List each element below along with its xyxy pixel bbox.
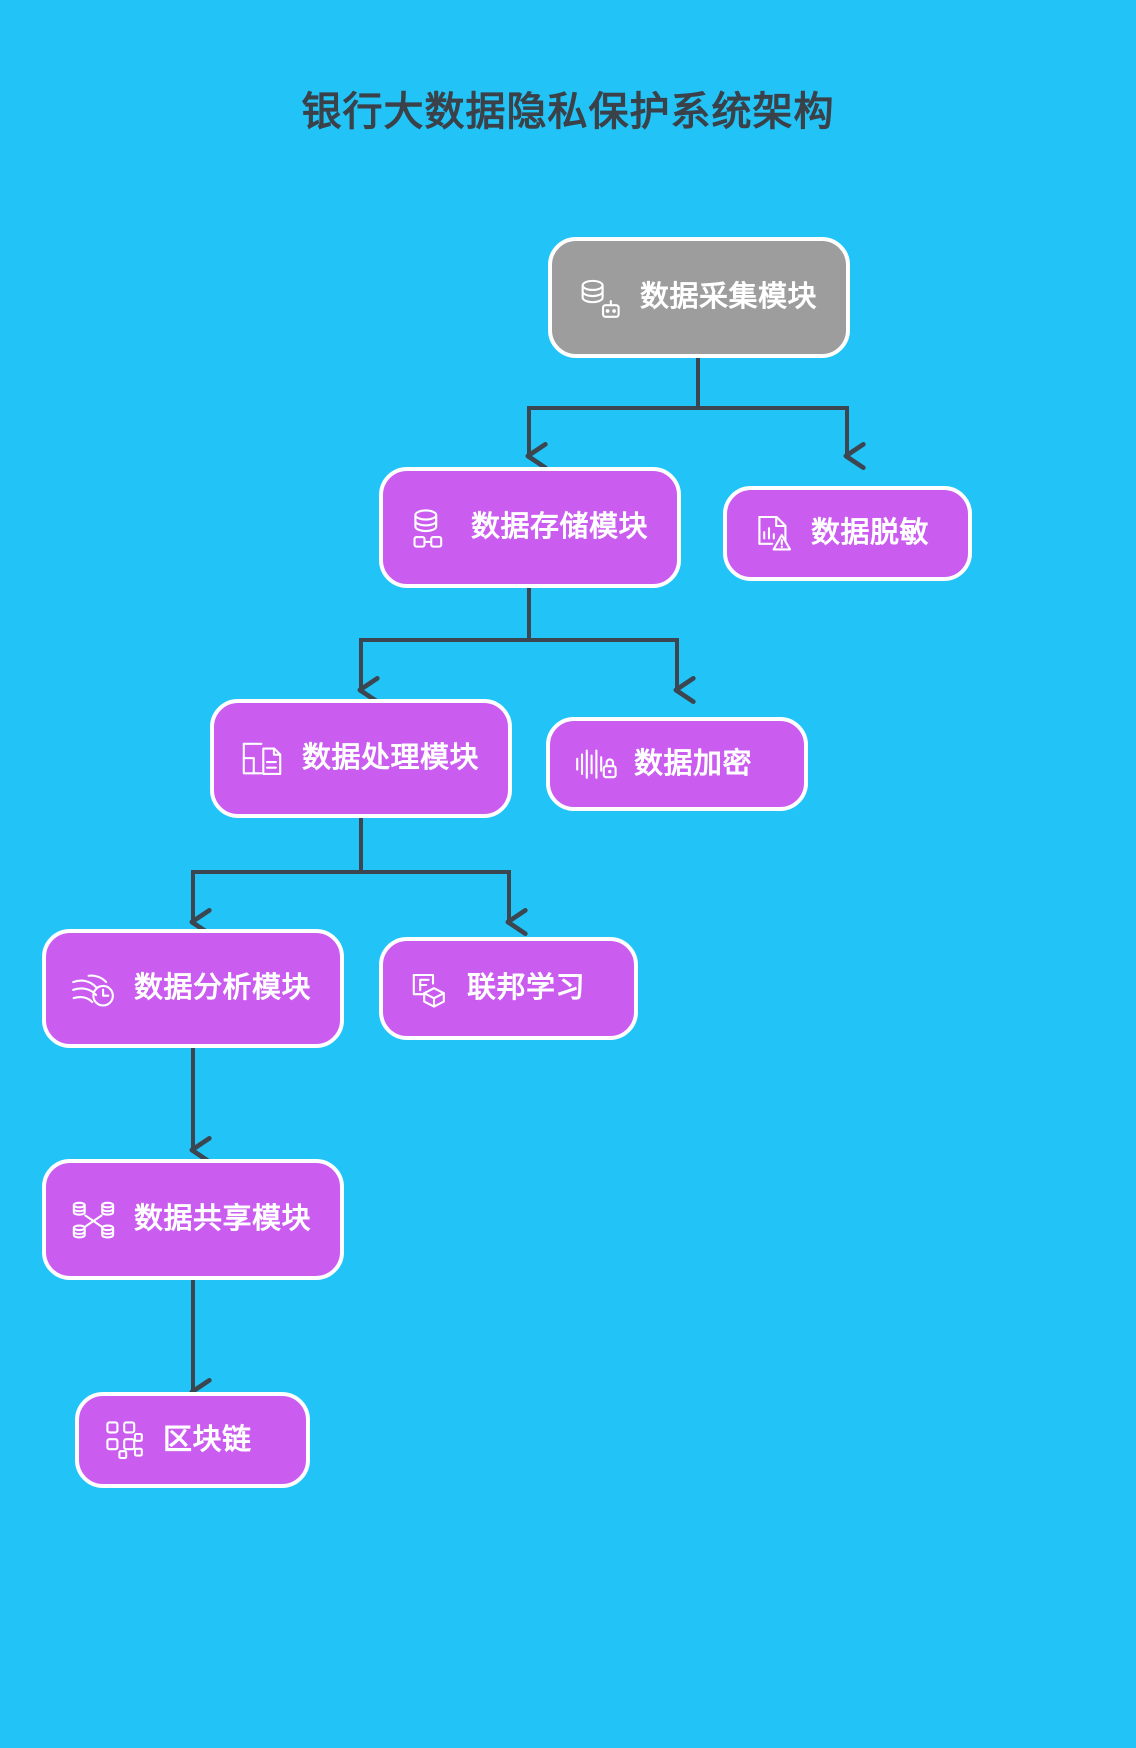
document-window-icon: [236, 733, 288, 785]
node-federated-learning[interactable]: 联邦学习: [379, 937, 638, 1040]
wave-clock-icon: [68, 963, 120, 1015]
node-label: 数据采集模块: [640, 281, 818, 314]
node-label: 数据共享模块: [134, 1203, 312, 1236]
node-label: 联邦学习: [467, 972, 586, 1005]
node-label: 区块链: [163, 1423, 252, 1456]
node-label: 数据加密: [634, 747, 753, 780]
edge-process-federated: [361, 870, 528, 936]
edge-storage-process: [357, 588, 531, 704]
node-data-collection[interactable]: 数据采集模块: [548, 237, 850, 358]
document-chart-warning-icon: [749, 510, 797, 558]
blockchain-grid-icon: [101, 1416, 149, 1464]
node-data-masking[interactable]: 数据脱敏: [723, 486, 972, 581]
waveform-lock-icon: [572, 740, 620, 788]
database-network-icon: [68, 1194, 120, 1246]
edge-collect-mask: [698, 406, 866, 470]
node-data-encryption[interactable]: 数据加密: [546, 717, 808, 811]
node-data-sharing[interactable]: 数据共享模块: [42, 1159, 344, 1280]
node-label: 数据存储模块: [471, 511, 649, 544]
node-label: 数据处理模块: [302, 742, 480, 775]
edge-storage-encrypt: [529, 638, 696, 704]
node-label: 数据脱敏: [811, 517, 930, 550]
node-blockchain[interactable]: 区块链: [75, 1392, 310, 1488]
node-data-analysis[interactable]: 数据分析模块: [42, 929, 344, 1048]
page-title: 银行大数据隐私保护系统架构: [301, 90, 835, 134]
node-data-processing[interactable]: 数据处理模块: [210, 699, 512, 818]
node-label: 数据分析模块: [134, 972, 312, 1005]
edge-collect-storage: [525, 358, 700, 470]
database-bot-icon: [574, 272, 626, 324]
node-data-storage[interactable]: 数据存储模块: [379, 467, 681, 588]
edge-process-analysis: [189, 818, 363, 936]
federated-f-box-icon: [405, 965, 453, 1013]
database-nodes-icon: [405, 502, 457, 554]
